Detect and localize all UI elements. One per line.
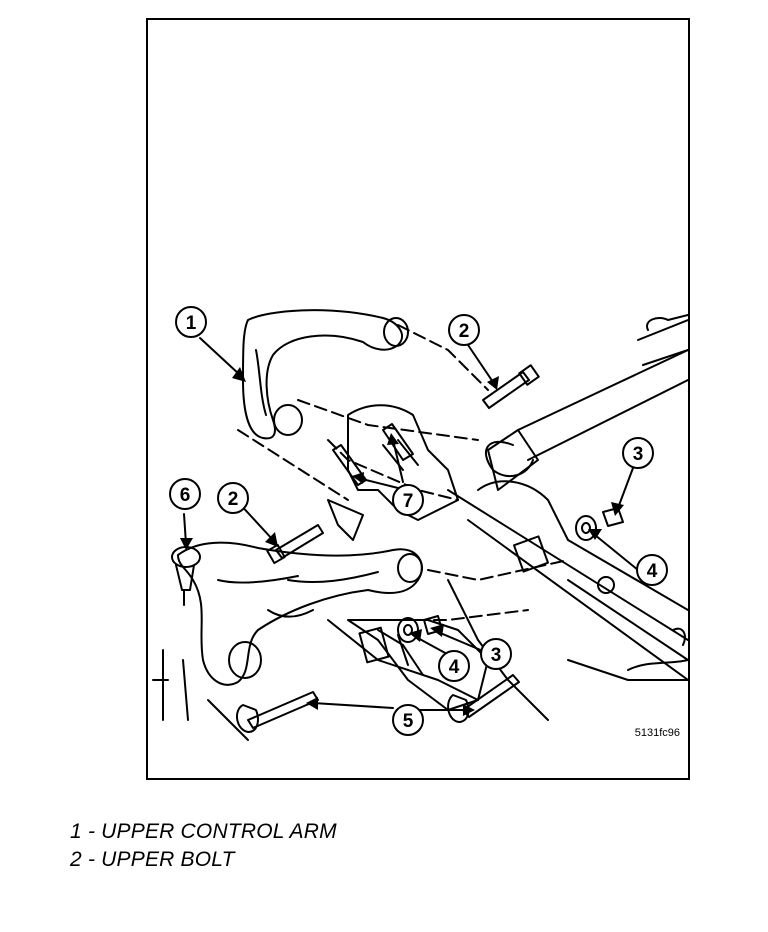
svg-text:4: 4 xyxy=(647,561,658,582)
svg-text:7: 7 xyxy=(403,491,414,512)
callout-3-lower: 3 xyxy=(480,638,512,670)
callout-2-upper: 2 xyxy=(448,314,480,346)
leader-lines xyxy=(183,337,639,711)
legend-number: 1 xyxy=(70,820,82,843)
figure-code: 5131fc96 xyxy=(635,727,680,739)
callout-4-lower: 4 xyxy=(438,650,470,682)
legend-separator: - xyxy=(87,848,102,871)
svg-text:1: 1 xyxy=(186,313,197,334)
svg-text:2: 2 xyxy=(228,489,239,510)
diagram-frame: 1 2 2 3 3 4 4 xyxy=(146,18,690,780)
upper-control-arm xyxy=(242,309,409,440)
legend-item-upper-bolt: 2 - UPPER BOLT xyxy=(70,846,337,874)
suspension-exploded-view: 1 2 2 3 3 4 4 xyxy=(152,306,688,741)
callout-2-lower: 2 xyxy=(217,482,249,514)
callout-1: 1 xyxy=(175,306,207,338)
svg-text:6: 6 xyxy=(180,485,191,506)
legend-text: UPPER CONTROL ARM xyxy=(101,820,337,843)
svg-text:3: 3 xyxy=(491,645,502,666)
ball-joint xyxy=(171,546,201,606)
frame-axle-assembly xyxy=(327,314,688,721)
svg-text:5: 5 xyxy=(403,711,414,732)
arrow-heads xyxy=(180,367,624,716)
washers-nuts xyxy=(397,507,624,643)
parts-legend: 1 - UPPER CONTROL ARM 2 - UPPER BOLT xyxy=(70,818,337,874)
callout-7: 7 xyxy=(392,484,424,516)
callout-4-upper: 4 xyxy=(636,554,668,586)
legend-item-upper-control-arm: 1 - UPPER CONTROL ARM xyxy=(70,818,337,846)
callout-5: 5 xyxy=(392,704,424,736)
svg-text:4: 4 xyxy=(449,657,460,678)
bolts xyxy=(236,364,540,733)
svg-text:3: 3 xyxy=(633,444,644,465)
legend-number: 2 xyxy=(70,848,82,871)
callout-3-upper: 3 xyxy=(622,437,654,469)
svg-text:2: 2 xyxy=(459,321,470,342)
callout-6: 6 xyxy=(169,478,201,510)
legend-text: UPPER BOLT xyxy=(101,848,235,871)
callout-markers: 1 2 2 3 3 4 4 xyxy=(169,306,668,736)
legend-separator: - xyxy=(87,820,102,843)
exploded-view-lines xyxy=(237,324,569,621)
lower-control-arm xyxy=(177,541,423,686)
